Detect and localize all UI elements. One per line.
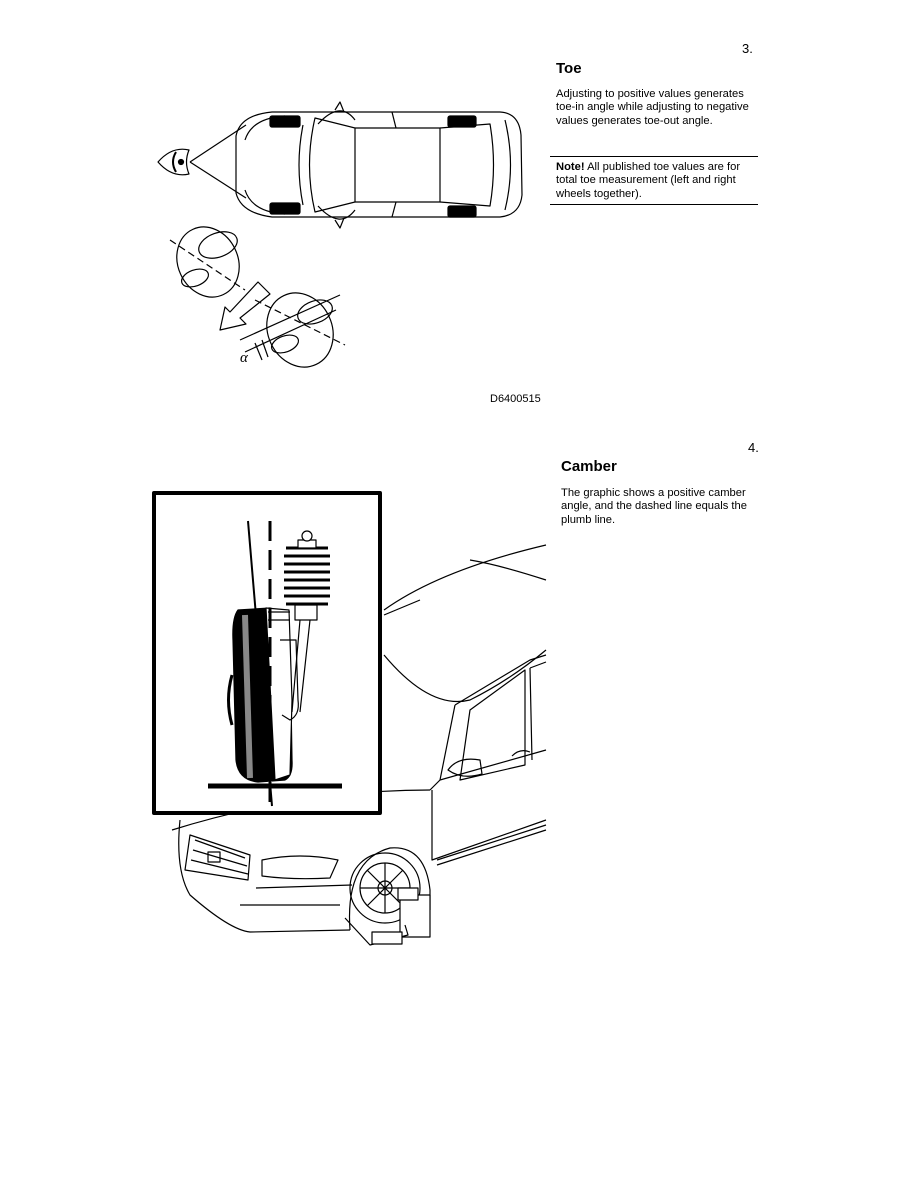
note-text: All published toe values are for total t… [556, 161, 741, 200]
wheel-rear-right [447, 205, 477, 218]
camber-line [247, 520, 273, 807]
toe-tire-upper [169, 226, 246, 298]
toe-note: Note! All published toe values are for t… [556, 161, 756, 201]
toe-description: Adjusting to positive values generates t… [556, 88, 749, 127]
note-top-rule [550, 156, 758, 157]
direction-arrow [219, 281, 271, 331]
wheel-front-right [269, 202, 301, 215]
note-bottom-rule [550, 204, 758, 205]
step-number-3: 3. [742, 41, 753, 56]
toe-tire-lower [239, 292, 346, 368]
toe-heading: Toe [556, 60, 582, 77]
camber-description: The graphic shows a positive camber angl… [561, 487, 747, 526]
wheel-rear-left [447, 115, 477, 128]
car-top-view [235, 101, 523, 229]
wheel-front-left [269, 115, 301, 128]
toe-angle-symbol: α [240, 350, 249, 366]
step-number-4: 4. [748, 440, 759, 455]
figure-code: D6400515 [490, 393, 541, 405]
note-label: Note! [556, 161, 585, 173]
camber-heading: Camber [561, 458, 617, 475]
eye-icon [157, 124, 247, 199]
strut-spring-icon [284, 530, 330, 713]
